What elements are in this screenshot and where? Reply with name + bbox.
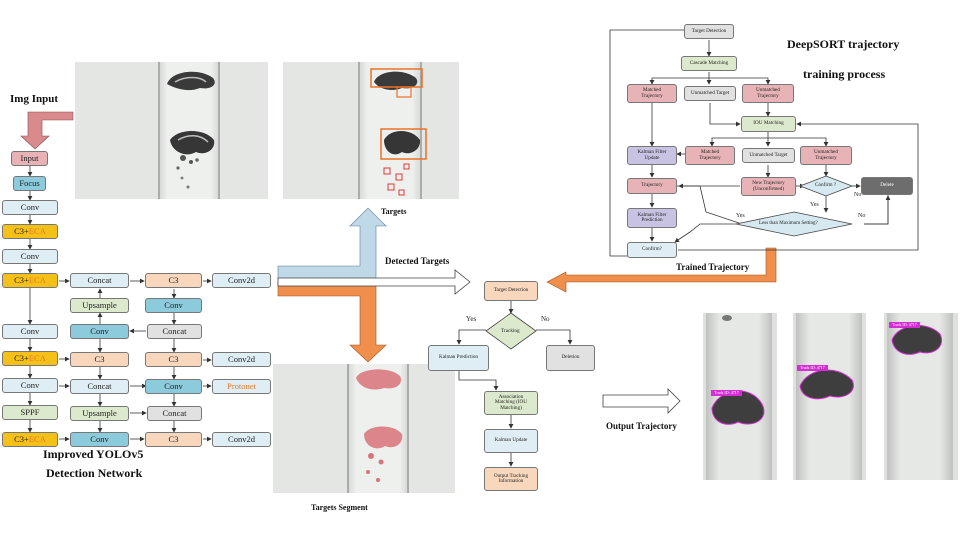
tr-kalman-update: Kalman Update: [484, 429, 538, 453]
conv2d-node-2: Conv2d: [212, 352, 271, 367]
targets-photo: [283, 62, 459, 199]
ds-target-detection: Target Detection: [684, 24, 734, 39]
c3-eca-node-1: C3+ECA: [2, 224, 58, 239]
conv2d-node-3: Conv2d: [212, 432, 271, 447]
tr-kalman-prediction: Kalman Prediction: [428, 345, 489, 371]
conv-node-8: Conv: [145, 379, 202, 394]
ds-no-1: No: [854, 192, 862, 198]
ds-less-than-max-label: Less than Maximum Setting?: [759, 221, 818, 226]
protonet-node: Protonet: [212, 379, 271, 394]
ds-yes-2: Yes: [736, 213, 745, 219]
network-connectors: [27, 165, 212, 442]
output-trajectory-label: Output Trajectory: [606, 421, 677, 431]
conv-node-1: Conv: [2, 200, 58, 215]
targets-label: Targets: [381, 207, 407, 216]
conv-node-6: Conv: [70, 432, 129, 447]
c3-node-4: C3: [145, 432, 202, 447]
track-tag-2: Track ID: 4717: [797, 365, 828, 371]
c3-node-2: C3: [145, 273, 202, 288]
deepsort-title-line2: training process: [803, 67, 886, 81]
c3-node-1: C3: [70, 352, 129, 367]
trained-trajectory-label: Trained Trajectory: [676, 262, 750, 272]
concat-node-4: Concat: [147, 406, 202, 421]
output-photo-3: [884, 313, 958, 480]
concat-node-3: Concat: [147, 324, 202, 339]
targets-segment-label: Targets Segment: [311, 503, 368, 512]
ds-trajectory: Trajectory: [627, 178, 677, 194]
tracking-diamond: [485, 312, 537, 350]
c3-node-3: C3: [145, 352, 202, 367]
trained-trajectory-arrow: [546, 247, 777, 293]
c3-eca-node-4: C3+ECA: [2, 432, 58, 447]
tr-tracking-label: Tracking: [501, 328, 520, 334]
targets-up-arrow: [277, 207, 387, 281]
output-trajectory-arrow: [602, 388, 681, 414]
ds-unmatched-target-1: Unmatched Target: [684, 86, 736, 101]
deepsort-connectors: [609, 29, 919, 257]
ds-confirm-label: Confirm ?: [815, 182, 837, 188]
network-title-line1: Improved YOLOv5: [43, 447, 144, 461]
conv-node-3: Conv: [2, 324, 58, 339]
output-photo-1: [703, 313, 777, 480]
concat-node-2: Concat: [70, 379, 129, 394]
network-title-line2: Detection Network: [46, 466, 143, 480]
detected-targets-arrow: [277, 269, 471, 295]
track-tag-1: Track ID: 4717: [711, 390, 742, 396]
upsample-node-2: Upsample: [70, 406, 129, 421]
input-bubble-photo: [75, 62, 268, 199]
ds-no-2: No: [858, 213, 866, 219]
detected-targets-label: Detected Targets: [385, 256, 450, 266]
ds-unmatched-target-2: Unmatched Target: [742, 148, 795, 163]
conv-node-2: Conv: [2, 249, 58, 264]
tr-no-label: No: [541, 315, 550, 323]
ds-confirm-box: Confirm?: [627, 242, 677, 258]
c3-eca-node-2: C3+ECA: [2, 273, 58, 288]
track-tag-3: Track ID: 4717: [889, 322, 920, 328]
ds-new-trajectory: New Trajectory(Unconfirmed): [741, 177, 796, 196]
deepsort-title-line1: DeepSORT trajectory: [787, 37, 900, 51]
img-input-label: Img Input: [10, 93, 58, 105]
c3-eca-node-3: C3+ECA: [2, 351, 58, 366]
upsample-node-1: Upsample: [70, 298, 129, 313]
ds-delete: Delete: [861, 177, 913, 195]
tr-yes-label: Yes: [466, 315, 477, 323]
conv2d-node-1: Conv2d: [212, 273, 271, 288]
less-than-max-diamond: [735, 211, 853, 237]
conv-node-5: Conv: [70, 324, 129, 339]
output-photo-2: [793, 313, 866, 480]
ds-iou-matching: IOU Matching: [741, 116, 796, 132]
tracking-connectors: [456, 301, 573, 467]
ds-cascade-matching: Cascade Matching: [681, 56, 737, 71]
img-input-arrow: [20, 111, 74, 150]
ds-yes-1: Yes: [810, 202, 819, 208]
input-node: Input: [11, 151, 48, 166]
tr-deletion: Deletion: [546, 345, 595, 371]
focus-node: Focus: [13, 176, 46, 191]
confirm-diamond: [798, 175, 854, 197]
segment-down-arrow: [277, 281, 387, 363]
concat-node-1: Concat: [70, 273, 129, 288]
conv-node-7: Conv: [145, 298, 202, 313]
sppf-node: SPPF: [2, 405, 58, 420]
tr-target-detection: Target Detection: [484, 281, 538, 301]
conv-node-4: Conv: [2, 378, 58, 393]
targets-segment-photo: [273, 364, 455, 493]
